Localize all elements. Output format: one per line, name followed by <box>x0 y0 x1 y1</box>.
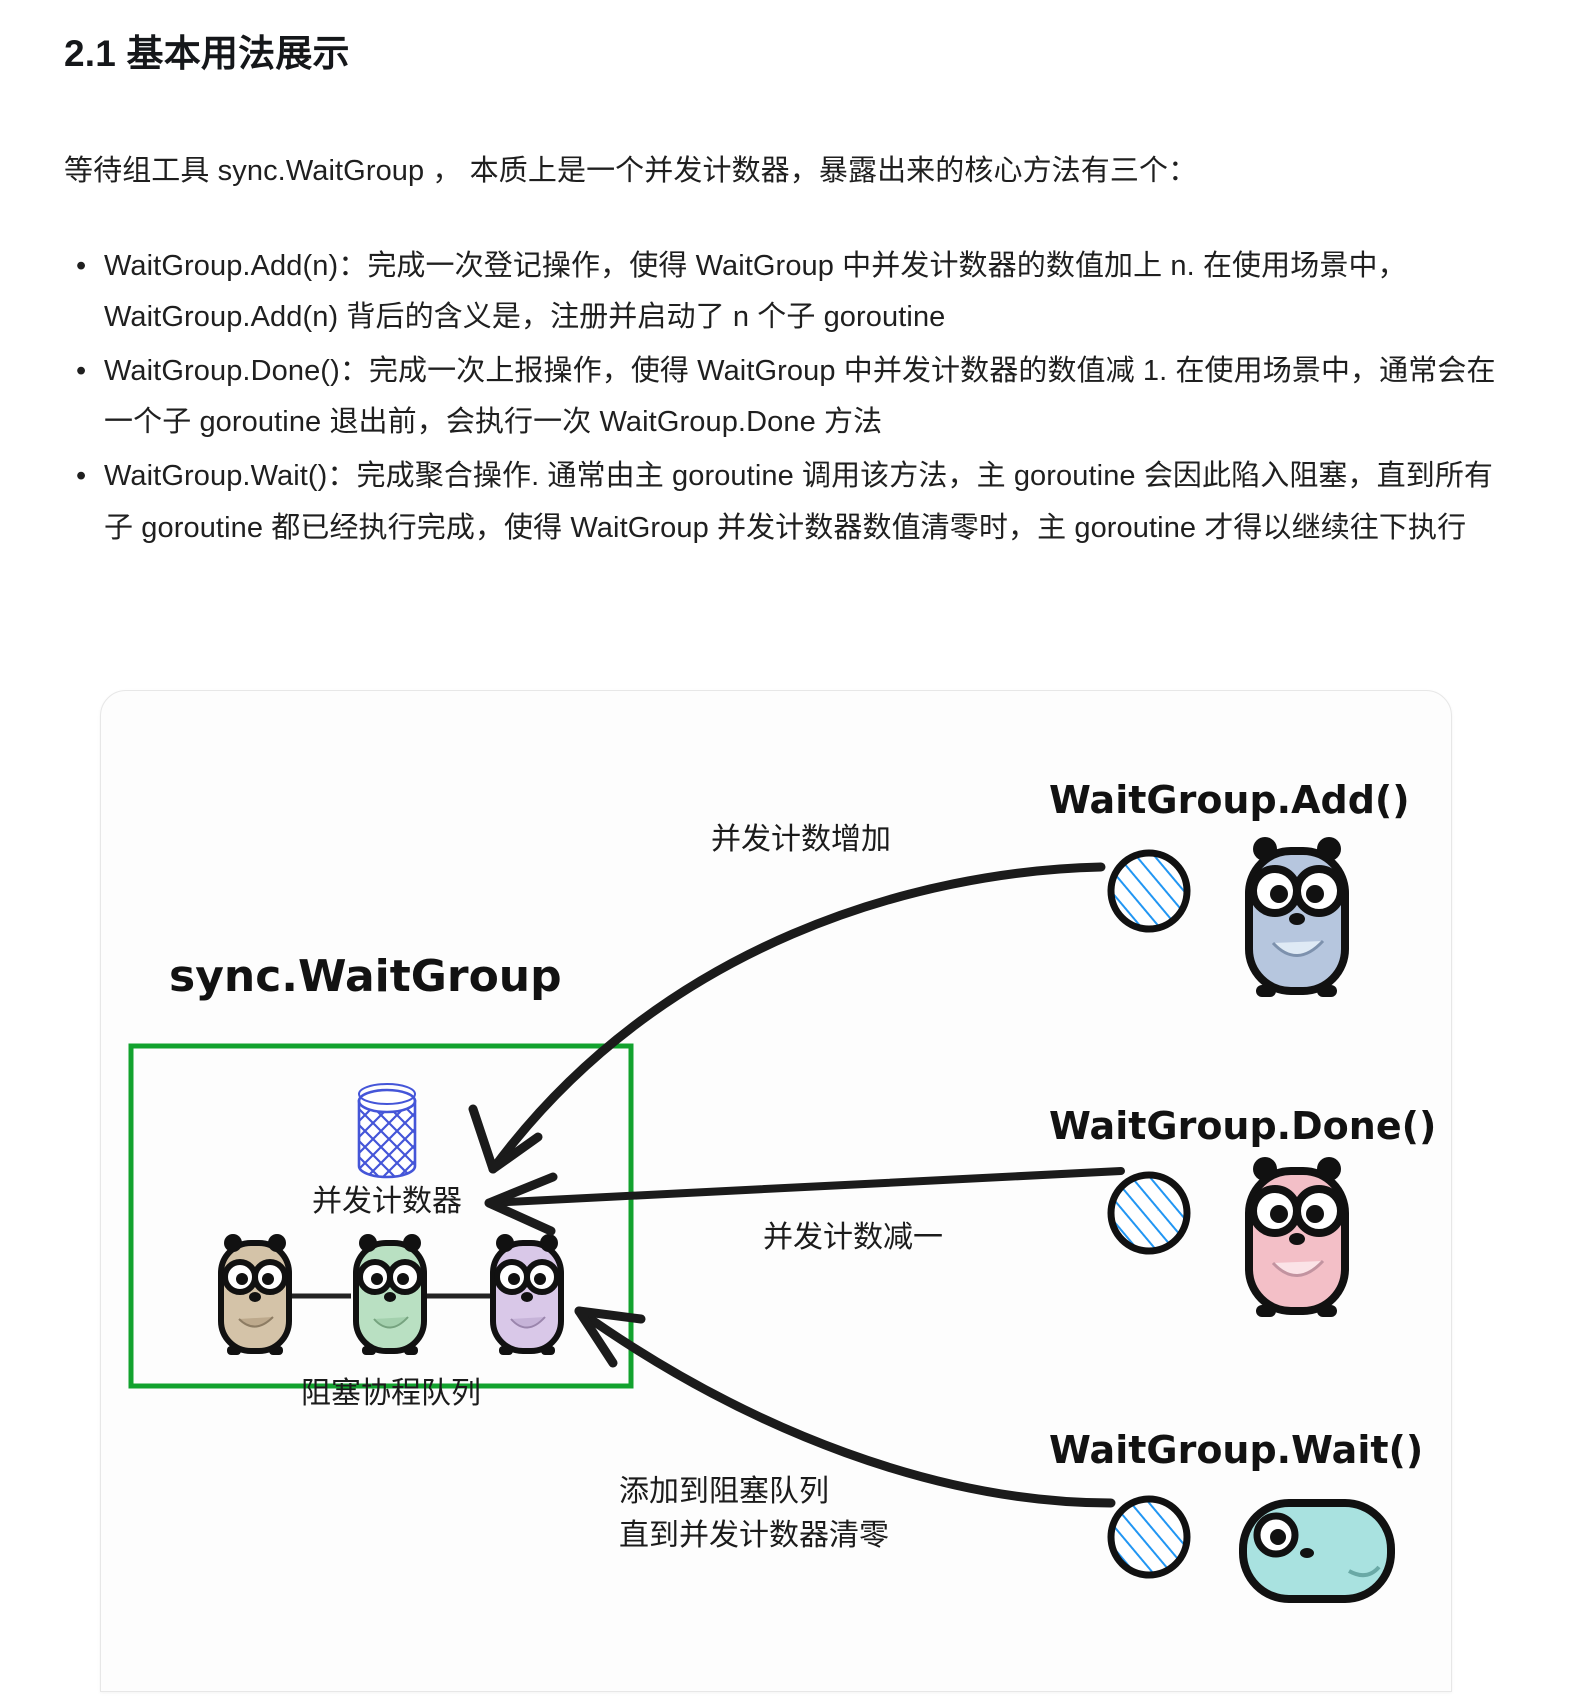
wait-arrow-label-line1: 添加到阻塞队列 <box>619 1475 829 1508</box>
wait-gopher-icon <box>1239 1499 1395 1603</box>
add-arrow <box>488 862 1106 1174</box>
wait-arrow <box>574 1306 1116 1508</box>
add-token-icon <box>1107 849 1191 933</box>
intro-paragraph: 等待组工具 sync.WaitGroup ， 本质上是一个并发计数器，暴露出来的… <box>64 154 1198 187</box>
bullet-icon: • <box>76 459 87 492</box>
add-arrow-head <box>468 1104 543 1174</box>
done-arrow-head <box>484 1172 558 1236</box>
bullet-icon: • <box>76 249 87 282</box>
counter-cylinder-icon <box>357 1083 417 1179</box>
done-arrow <box>485 1167 1125 1207</box>
waitgroup-boundary-box <box>128 1043 634 1389</box>
add-gopher-icon <box>1245 837 1349 997</box>
done-gopher-icon <box>1245 1157 1349 1317</box>
page-title: 2.1 基本用法展示 <box>64 33 350 74</box>
method-label-wait: WaitGroup.Wait() <box>1049 1428 1423 1472</box>
queue-gopher-icon <box>490 1234 564 1355</box>
diagram-title: sync.WaitGroup <box>169 951 562 1002</box>
list-item: • WaitGroup.Wait()：完成聚合操作. 通常由主 goroutin… <box>64 451 1504 554</box>
wait-token-icon <box>1107 1495 1191 1579</box>
wait-arrow-head <box>574 1306 646 1368</box>
method-bullet-list: • WaitGroup.Add(n)：完成一次登记操作，使得 WaitGroup… <box>64 241 1530 555</box>
queue-label: 阻塞协程队列 <box>301 1377 481 1410</box>
bullet-icon: • <box>76 354 87 387</box>
queue-gopher-icon <box>353 1234 427 1355</box>
list-item: • WaitGroup.Done()：完成一次上报操作，使得 WaitGroup… <box>64 346 1504 449</box>
list-item-text: WaitGroup.Add(n)：完成一次登记操作，使得 WaitGroup 中… <box>104 249 1407 334</box>
done-arrow-label: 并发计数减一 <box>763 1221 943 1254</box>
counter-label: 并发计数器 <box>312 1185 462 1218</box>
method-label-add: WaitGroup.Add() <box>1049 778 1410 822</box>
wait-arrow-label-line2: 直到并发计数器清零 <box>619 1519 889 1552</box>
queue-gopher-icon <box>218 1234 292 1355</box>
diagram-card: sync.WaitGroup 并发计数器 <box>100 690 1452 1692</box>
list-item-text: WaitGroup.Wait()：完成聚合操作. 通常由主 goroutine … <box>104 459 1494 544</box>
done-token-icon <box>1107 1171 1191 1255</box>
waitgroup-diagram: sync.WaitGroup 并发计数器 <box>128 778 1436 1603</box>
list-item: • WaitGroup.Add(n)：完成一次登记操作，使得 WaitGroup… <box>64 241 1504 344</box>
list-item-text: WaitGroup.Done()：完成一次上报操作，使得 WaitGroup 中… <box>104 354 1496 439</box>
method-label-done: WaitGroup.Done() <box>1049 1104 1436 1148</box>
add-arrow-label: 并发计数增加 <box>711 823 891 856</box>
